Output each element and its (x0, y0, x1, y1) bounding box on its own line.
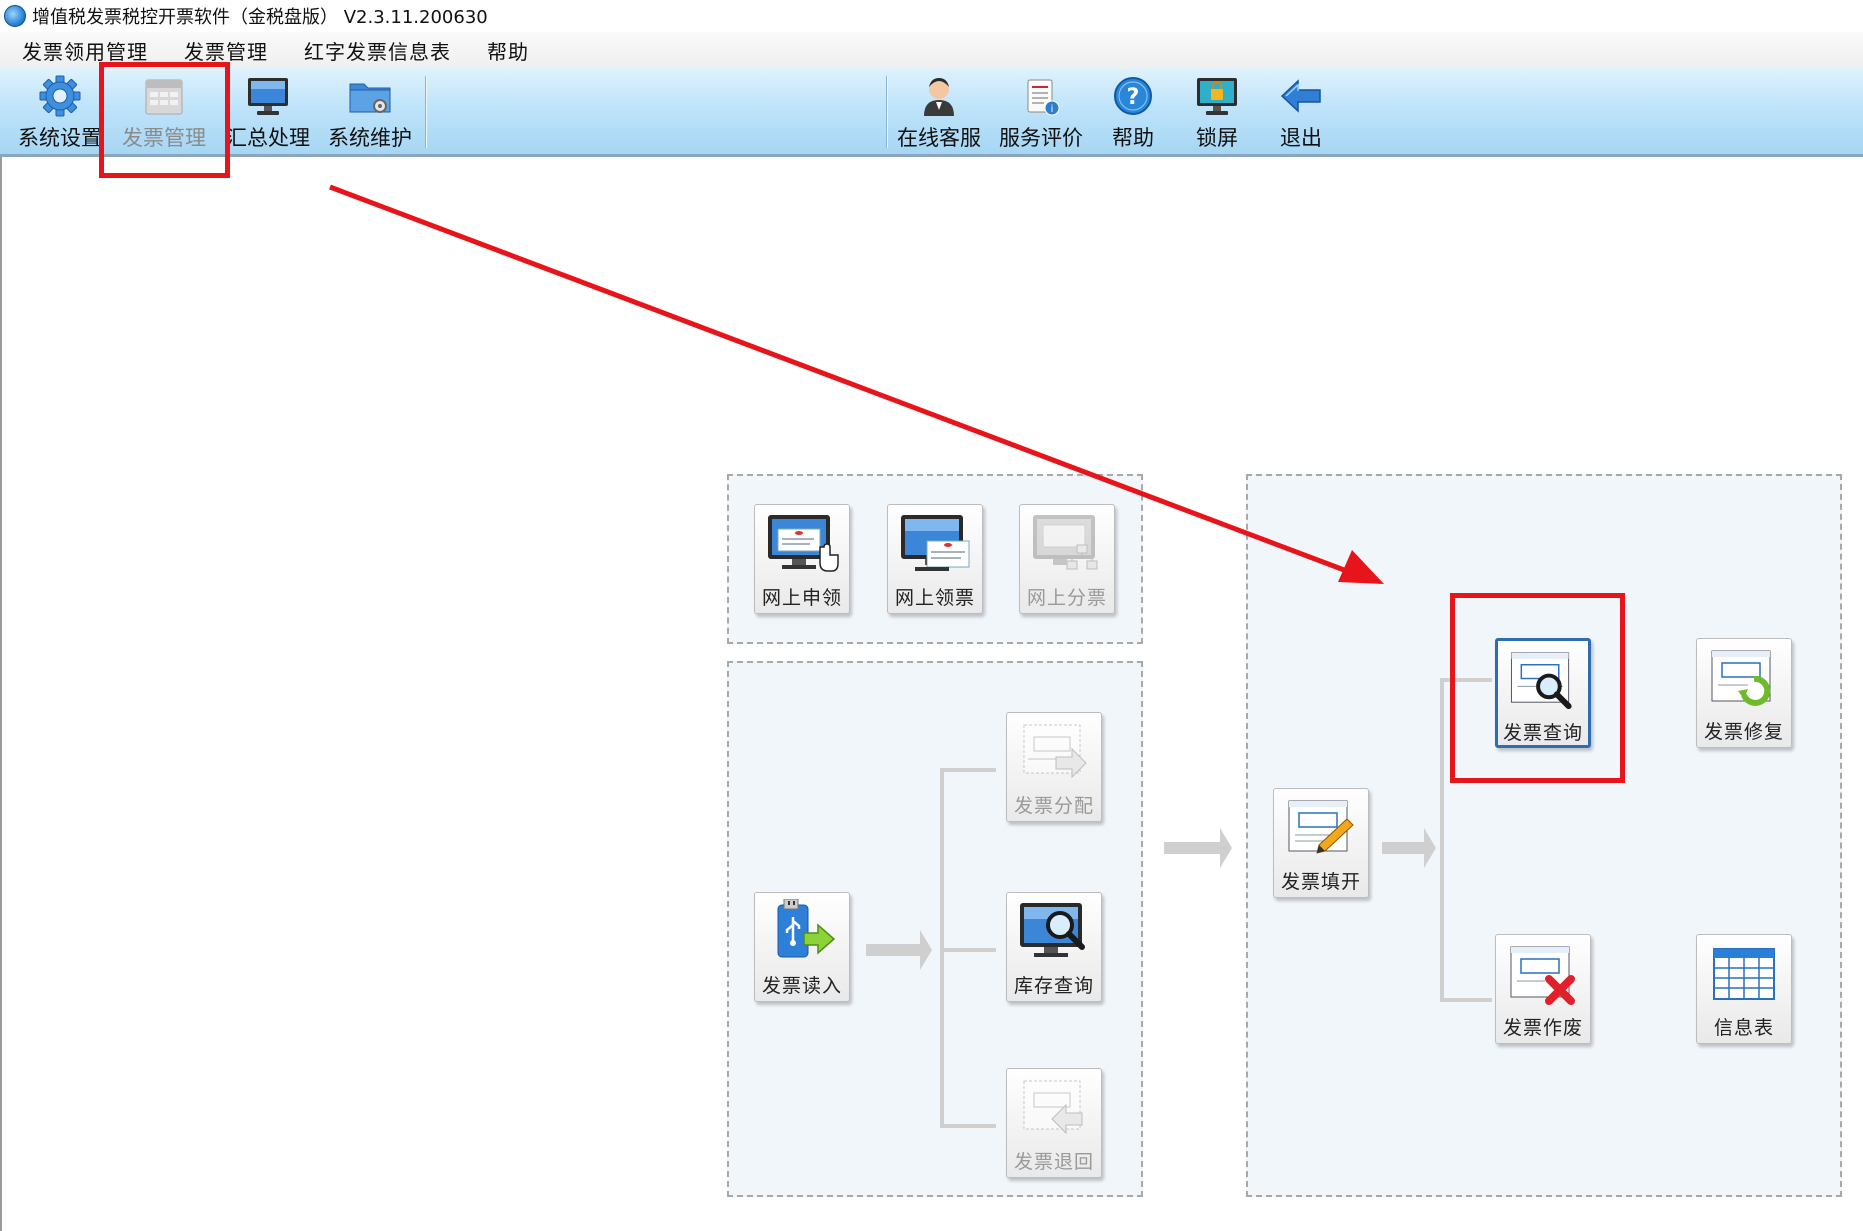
stock-query-label: 库存查询 (1013, 975, 1094, 997)
invoice-assign-label: 发票分配 (1013, 795, 1094, 817)
summary-processing-label: 汇总处理 (226, 126, 310, 150)
support-agent-icon (924, 78, 954, 116)
invoice-read-button[interactable]: 发票读入 (754, 892, 850, 1002)
invoice-fill-label: 发票填开 (1280, 871, 1361, 893)
online-apply-label: 网上申领 (761, 587, 842, 609)
invoice-void-icon (1510, 946, 1575, 1005)
online-apply-icon (768, 515, 839, 572)
invoice-management-label: 发票管理 (122, 126, 206, 150)
invoice-assign-icon (1023, 724, 1087, 779)
toolbar-separator (425, 76, 427, 148)
invoice-query-label: 发票查询 (1502, 722, 1583, 744)
invoice-query-button[interactable]: 发票查询 (1495, 638, 1591, 748)
invoice-read-label: 发票读入 (761, 975, 842, 997)
stock-query-button[interactable]: 库存查询 (1006, 892, 1102, 1002)
stock-branch-connector (940, 948, 996, 952)
online-receive-icon (901, 515, 970, 571)
toolbar-separator (886, 76, 888, 148)
flow-arrow-right (1164, 828, 1232, 868)
help-label: 帮助 (1112, 126, 1154, 150)
exit-arrow-icon (1280, 79, 1321, 113)
invoice-fill-button[interactable]: 发票填开 (1273, 788, 1369, 898)
title-bar: 增值税发票税控开票软件（金税盘版） V2.3.11.200630 (0, 0, 1863, 32)
invoice-management-button[interactable]: 发票管理 (118, 72, 210, 152)
svg-text:?: ? (1127, 85, 1140, 110)
menu-red-invoice-info[interactable]: 红字发票信息表 (304, 39, 451, 64)
service-rating-button[interactable]: i 服务评价 (994, 72, 1088, 152)
help-icon: ? (1114, 77, 1152, 115)
info-table-button[interactable]: 信息表 (1696, 934, 1792, 1044)
online-receive-label: 网上领票 (894, 587, 975, 609)
menu-bar: 发票领用管理 发票管理 红字发票信息表 帮助 (0, 32, 1863, 69)
info-table-label: 信息表 (1713, 1017, 1774, 1039)
annotation-highlight-invoice-query (1450, 593, 1625, 783)
content-left-border (0, 157, 2, 1231)
stock-branch-connector (940, 768, 996, 772)
lock-screen-icon (1197, 78, 1237, 115)
svg-text:i: i (1051, 104, 1054, 115)
invoice-repair-button[interactable]: 发票修复 (1696, 638, 1792, 748)
invoice-return-button[interactable]: 发票退回 (1006, 1068, 1102, 1178)
invoice-return-icon (1023, 1080, 1083, 1135)
lock-screen-button[interactable]: 锁屏 (1184, 72, 1250, 152)
service-rating-label: 服务评价 (999, 126, 1083, 150)
online-distribute-label: 网上分票 (1026, 587, 1107, 609)
invoice-void-button[interactable]: 发票作废 (1495, 934, 1591, 1044)
menu-invoice-management[interactable]: 发票管理 (184, 39, 268, 64)
menu-help[interactable]: 帮助 (487, 39, 529, 64)
exit-button[interactable]: 退出 (1268, 72, 1334, 152)
help-button[interactable]: ? 帮助 (1100, 72, 1166, 152)
invoice-void-label: 发票作废 (1502, 1017, 1583, 1039)
invoice-query-icon (1510, 652, 1572, 710)
online-apply-button[interactable]: 网上申领 (754, 504, 850, 614)
invoice-return-label: 发票退回 (1013, 1151, 1094, 1173)
stock-search-icon (1020, 903, 1085, 957)
system-maintenance-button[interactable]: 系统维护 (324, 72, 416, 152)
invoice-fill-icon (1288, 800, 1354, 854)
issue-branch-connector (1440, 678, 1444, 1002)
online-distribute-button[interactable]: 网上分票 (1019, 504, 1115, 614)
info-table-icon (1713, 948, 1775, 1000)
online-support-label: 在线客服 (897, 126, 981, 150)
online-receive-button[interactable]: 网上领票 (887, 504, 983, 614)
lock-screen-label: 锁屏 (1196, 126, 1238, 150)
usb-read-icon (777, 899, 836, 958)
system-maintenance-label: 系统维护 (328, 126, 412, 150)
rating-notepad-icon: i (1027, 79, 1060, 116)
summary-processing-button[interactable]: 汇总处理 (222, 72, 314, 152)
online-support-button[interactable]: 在线客服 (892, 72, 986, 152)
folder-gear-icon (349, 83, 391, 113)
invoice-repair-label: 发票修复 (1703, 721, 1784, 743)
menu-invoice-supply[interactable]: 发票领用管理 (22, 39, 148, 64)
invoice-grid-icon (145, 79, 183, 115)
main-toolbar: 系统设置 发票管理 汇总处理 系统维护 (0, 68, 1863, 157)
exit-label: 退出 (1280, 126, 1322, 150)
invoice-assign-button[interactable]: 发票分配 (1006, 712, 1102, 822)
invoice-repair-icon (1711, 650, 1771, 706)
annotation-highlight-invoice-management (99, 62, 230, 178)
stock-branch-connector (940, 1124, 996, 1128)
gear-icon (39, 75, 81, 117)
system-settings-label: 系统设置 (18, 126, 102, 150)
app-logo-icon (4, 5, 26, 27)
window-title: 增值税发票税控开票软件（金税盘版） V2.3.11.200630 (32, 7, 488, 28)
issue-branch-connector (1440, 998, 1492, 1002)
online-distribute-icon (1033, 515, 1098, 570)
issue-branch-connector (1440, 678, 1492, 682)
system-settings-button[interactable]: 系统设置 (14, 72, 106, 152)
monitor-icon (248, 78, 288, 115)
